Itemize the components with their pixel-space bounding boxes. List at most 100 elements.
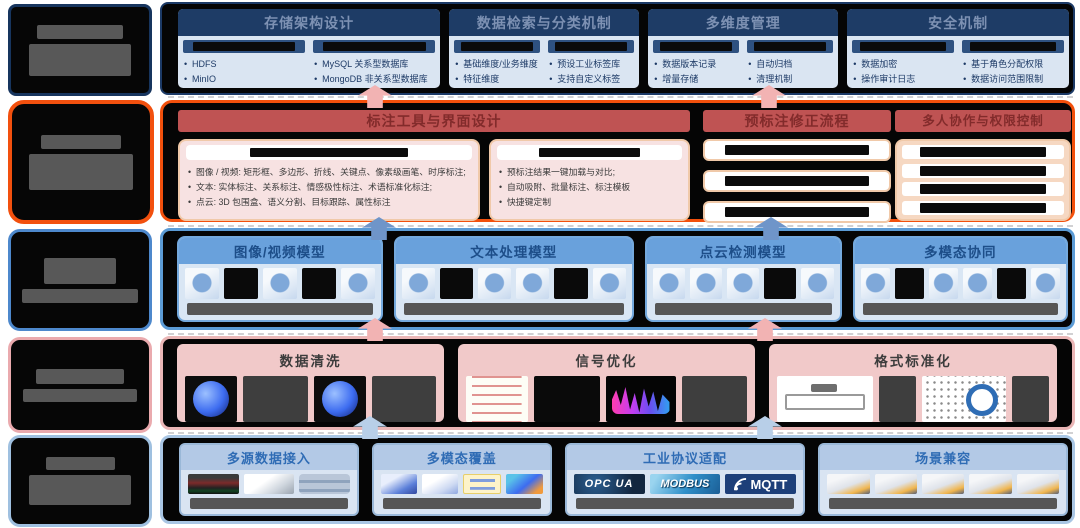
factory-scene-image bbox=[969, 474, 1012, 494]
card-scenario-compatibility: 场景兼容 bbox=[818, 443, 1069, 516]
card-title: 多维度管理 bbox=[648, 9, 839, 36]
bullet-item: 清理机制 bbox=[745, 72, 835, 87]
redacted-image bbox=[1012, 376, 1049, 422]
dashed-divider bbox=[168, 333, 1073, 335]
section-title: 格式标准化 bbox=[874, 354, 952, 369]
illustration-image bbox=[928, 268, 958, 299]
redacted-caption bbox=[187, 303, 373, 315]
redacted-caption bbox=[190, 498, 348, 509]
card-title: 多模态协同 bbox=[854, 238, 1066, 264]
card-title: 多源数据接入 bbox=[181, 445, 357, 470]
bird-illustration-image bbox=[506, 474, 543, 494]
illustration-image bbox=[262, 268, 297, 299]
illustration-image bbox=[727, 268, 760, 299]
signal-icon bbox=[734, 477, 747, 490]
redacted-step bbox=[703, 201, 891, 223]
bullet-item: 基础维度/业务维度 bbox=[452, 57, 542, 72]
redacted-caption bbox=[403, 303, 624, 315]
redacted-step bbox=[703, 139, 891, 161]
bullet-item: 预设工业标签库 bbox=[546, 57, 636, 72]
processing-layer-band: 数据清洗 信号优化 格式标准化 bbox=[160, 336, 1075, 430]
card-multimodal-coverage: 多模态覆盖 bbox=[371, 443, 552, 516]
redacted-subheader bbox=[186, 145, 472, 160]
opcua-logo: OPC UA bbox=[573, 474, 645, 494]
illustration-image bbox=[652, 268, 685, 299]
redacted-item bbox=[902, 182, 1064, 197]
redacted-text bbox=[28, 43, 132, 76]
storage-layer-band: 存储架构设计 HDFS MinIO MySQL 关系型数据库 MongoDB 非… bbox=[160, 2, 1075, 95]
card-title: 安全机制 bbox=[847, 9, 1069, 36]
pre-annotation-flow-section: 预标注修正流程 bbox=[703, 110, 891, 232]
redacted-caption bbox=[654, 303, 832, 315]
redacted-subheader bbox=[548, 40, 635, 53]
section-title: 数据清洗 bbox=[279, 354, 342, 369]
section-title: 标注工具与界面设计 bbox=[178, 110, 690, 132]
illustration-image bbox=[962, 268, 992, 299]
database-image bbox=[299, 474, 350, 494]
redacted-text bbox=[28, 153, 134, 190]
layer-label-model bbox=[8, 229, 152, 331]
section-data-cleaning: 数据清洗 bbox=[177, 344, 444, 422]
modbus-logo: MODBUS bbox=[649, 474, 721, 494]
illustration-image bbox=[860, 268, 890, 299]
card-security-mechanism: 安全机制 数据加密 操作审计日志 基于角色分配权限 数据访问范围限制 bbox=[847, 9, 1069, 88]
bullet-item: 数据版本记录 bbox=[651, 57, 741, 72]
redacted-subheader bbox=[454, 40, 541, 53]
redacted-image bbox=[681, 376, 747, 422]
machine-image bbox=[380, 474, 417, 494]
bullet-item: 点云: 3D 包围盒、语义分割、目标跟踪、属性标注 bbox=[184, 195, 474, 210]
redacted-text bbox=[44, 257, 116, 284]
bullet-item: 支持自定义标签 bbox=[546, 72, 636, 87]
card-title: 多模态覆盖 bbox=[373, 445, 550, 470]
bullet-item: MongoDB 非关系型数据库 bbox=[311, 72, 437, 87]
bullet-item: 图像 / 视频: 矩形框、多边形、折线、关键点、像素级画笔、时序标注; bbox=[184, 165, 474, 180]
layer-label-storage bbox=[8, 4, 152, 96]
permission-items-box bbox=[895, 139, 1071, 221]
section-title: 预标注修正流程 bbox=[703, 110, 891, 132]
signal-log-image bbox=[466, 376, 528, 422]
bullet-item: 自动吸附、批量标注、标注模板 bbox=[495, 180, 684, 195]
bullet-item: 增量存储 bbox=[651, 72, 741, 87]
card-title: 图像/视频模型 bbox=[179, 238, 381, 264]
card-data-retrieval: 数据检索与分类机制 基础维度/业务维度 特征维度 预设工业标签库 支持自定义标签 bbox=[449, 9, 640, 88]
redacted-text bbox=[37, 24, 123, 39]
redacted-text bbox=[40, 134, 122, 149]
redacted-image bbox=[554, 268, 588, 299]
annotation-layer-band: 标注工具与界面设计 图像 / 视频: 矩形框、多边形、折线、关键点、像素级画笔、… bbox=[160, 100, 1075, 223]
section-format-standardization: 格式标准化 bbox=[769, 344, 1057, 422]
access-layer-band: 多源数据接入 多模态覆盖 工业协议适配 OPC UA MODBUS bbox=[160, 435, 1075, 524]
redacted-image bbox=[243, 376, 308, 422]
bullet-item: 特征维度 bbox=[452, 72, 542, 87]
card-multidimension-management: 多维度管理 数据版本记录 增量存储 自动归档 清理机制 bbox=[648, 9, 839, 88]
redacted-caption bbox=[829, 498, 1058, 509]
redacted-item bbox=[902, 200, 1064, 215]
dashed-divider bbox=[168, 225, 1073, 227]
section-signal-optimization: 信号优化 bbox=[458, 344, 755, 422]
layer-label-access bbox=[8, 435, 152, 527]
redacted-text bbox=[23, 388, 137, 402]
redacted-caption bbox=[575, 498, 795, 509]
redacted-subheader bbox=[497, 145, 682, 160]
illustration-image bbox=[516, 268, 550, 299]
annotation-tools-section: 标注工具与界面设计 图像 / 视频: 矩形框、多边形、折线、关键点、像素级画笔、… bbox=[178, 110, 690, 221]
annotation-efficiency-box: 预标注结果一键加载与对比; 自动吸附、批量标注、标注模板 快捷键定制 bbox=[489, 139, 690, 221]
redacted-subheader bbox=[852, 40, 955, 53]
form-image bbox=[463, 474, 502, 494]
point-cloud-image bbox=[313, 376, 366, 422]
factory-scene-image bbox=[1016, 474, 1060, 494]
card-multimodal-collaboration: 多模态协同 bbox=[852, 236, 1068, 322]
card-storage-architecture: 存储架构设计 HDFS MinIO MySQL 关系型数据库 MongoDB 非… bbox=[178, 9, 441, 88]
bullet-item: MySQL 关系型数据库 bbox=[311, 57, 437, 72]
illustration-image bbox=[1030, 268, 1060, 299]
industrial-panel-image bbox=[188, 474, 239, 494]
illustration-image bbox=[592, 268, 626, 299]
bullet-item: 数据访问范围限制 bbox=[960, 72, 1066, 87]
model-layer-band: 图像/视频模型 文本处理模型 点云检测模型 bbox=[160, 228, 1075, 330]
bullet-item: 基于角色分配权限 bbox=[960, 57, 1066, 72]
redacted-subheader bbox=[747, 40, 834, 53]
card-pointcloud-detection-models: 点云检测模型 bbox=[644, 236, 842, 322]
redacted-image bbox=[764, 268, 797, 299]
section-title: 多人协作与权限控制 bbox=[895, 110, 1071, 132]
redacted-image bbox=[894, 268, 924, 299]
redacted-image bbox=[301, 268, 336, 299]
